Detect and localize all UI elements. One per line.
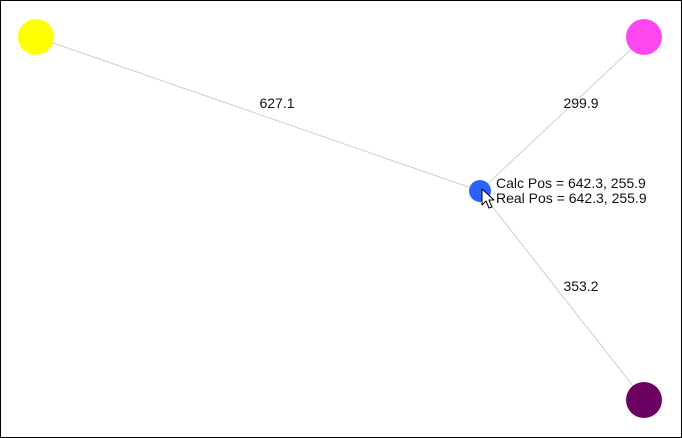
calc-pos-text: Calc Pos = 642.3, 255.9 bbox=[496, 175, 646, 191]
edge-labels-layer: 627.1 299.9 353.2 bbox=[259, 95, 598, 294]
edges-layer bbox=[35, 36, 645, 401]
node-pink[interactable] bbox=[626, 19, 662, 55]
mouse-pointer-icon bbox=[481, 188, 495, 209]
edge-purple-blue bbox=[479, 190, 645, 401]
edge-label-yellow-blue: 627.1 bbox=[259, 95, 294, 111]
node-purple[interactable] bbox=[626, 382, 662, 418]
edge-pink-blue bbox=[479, 36, 645, 192]
edge-yellow-blue bbox=[35, 36, 481, 192]
position-readout: Calc Pos = 642.3, 255.9 Real Pos = 642.3… bbox=[496, 175, 647, 206]
edge-label-pink-blue: 299.9 bbox=[563, 95, 598, 111]
nodes-layer bbox=[18, 19, 662, 418]
real-pos-text: Real Pos = 642.3, 255.9 bbox=[496, 190, 647, 206]
node-yellow[interactable] bbox=[18, 19, 54, 55]
edge-label-purple-blue: 353.2 bbox=[563, 278, 598, 294]
